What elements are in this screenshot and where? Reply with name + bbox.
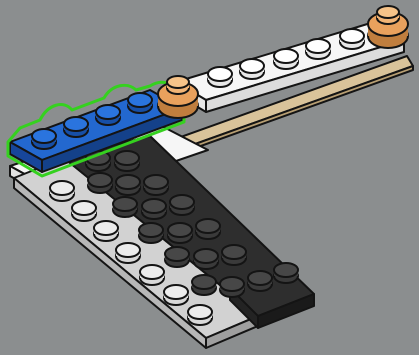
stud [274,49,298,69]
stud [196,219,220,239]
stud [32,129,56,149]
stud [220,277,244,297]
stud [116,175,140,195]
stud [72,201,96,221]
stud [168,223,192,243]
stud [64,117,88,137]
stud [144,175,168,195]
stud [340,29,364,49]
stud [164,285,188,305]
stud [188,305,212,325]
stud [306,39,330,59]
stud [88,173,112,193]
stud [240,59,264,79]
stud [116,243,140,263]
stud [274,263,298,283]
stud [142,199,166,219]
stud [139,223,163,243]
stud [94,221,118,241]
stud [248,271,272,291]
stud [113,197,137,217]
stud [50,181,74,201]
stud [115,151,139,171]
stud [208,67,232,87]
stud [165,247,189,267]
stud [96,105,120,125]
stud [222,245,246,265]
stud [128,93,152,113]
stud [170,195,194,215]
stud [192,275,216,295]
stud [194,249,218,269]
stud [140,265,164,285]
orange-knob-right[interactable] [368,6,408,48]
